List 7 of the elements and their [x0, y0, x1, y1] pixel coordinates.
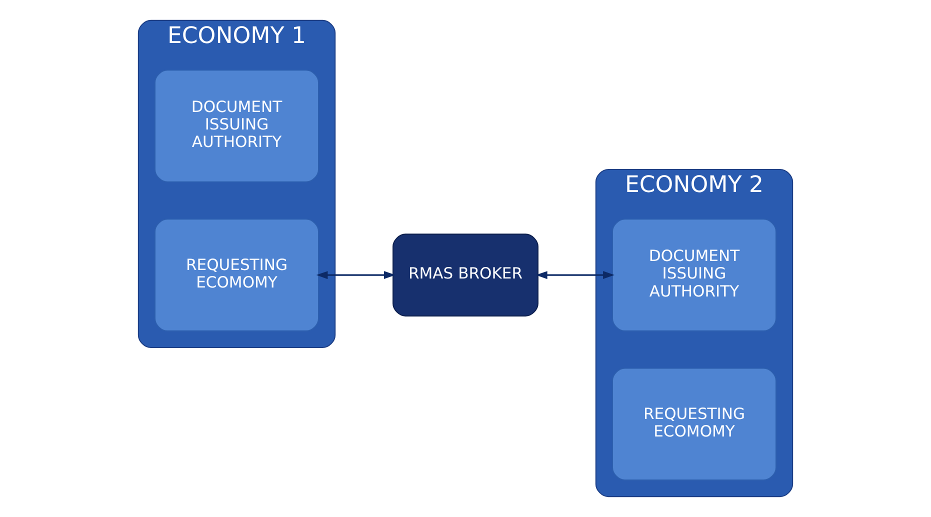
node-box: REQUESTING ECOMOMY	[612, 368, 777, 481]
arrow	[316, 271, 396, 280]
node-box: RMAS BROKER	[392, 234, 538, 316]
node-box: REQUESTING ECOMOMY	[154, 218, 320, 332]
arrow	[536, 271, 614, 280]
node-box: DOCUMENT ISSUING AUTHORITY	[154, 70, 320, 182]
node-box: DOCUMENT ISSUING AUTHORITY	[612, 218, 777, 332]
